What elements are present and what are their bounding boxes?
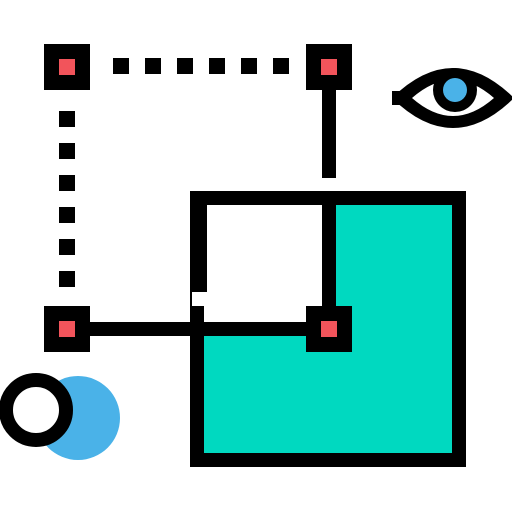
anchor-handle-icon (44, 44, 352, 352)
selection-box-icon (59, 58, 336, 336)
circles-icon (0, 373, 120, 460)
eye-icon (392, 68, 512, 128)
